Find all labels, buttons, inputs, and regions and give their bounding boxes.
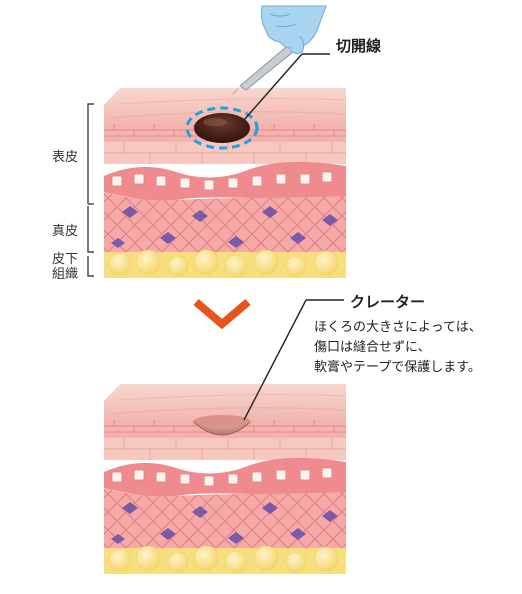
incision-leader [243, 53, 303, 121]
crater-label: クレーター [350, 293, 426, 311]
mole [194, 113, 250, 143]
crater-note: ほくろの大きさによっては、 傷口は縫合せずに、 軟膏やテープで保護します。 [314, 318, 482, 378]
incision-line-label: 切開線 [336, 37, 382, 55]
down-chevron-icon [193, 298, 251, 330]
epidermis-label: 表皮 [52, 150, 79, 165]
dermis-label: 真皮 [52, 224, 79, 239]
incision-line-outline [185, 106, 259, 150]
glove-hand-icon [261, 5, 327, 55]
crater [192, 415, 252, 436]
skin-block-after [103, 383, 347, 575]
subcutis-label-line2: 組織 [52, 267, 79, 282]
note-line: 軟膏やテープで保護します。 [314, 360, 481, 375]
crater-leader [243, 299, 307, 421]
note-line: 傷口は縫合せずに、 [314, 340, 431, 355]
subcutis-label-line1: 皮下 [52, 252, 79, 267]
note-line: ほくろの大きさによっては、 [314, 320, 482, 335]
layer-bracket [87, 103, 94, 277]
